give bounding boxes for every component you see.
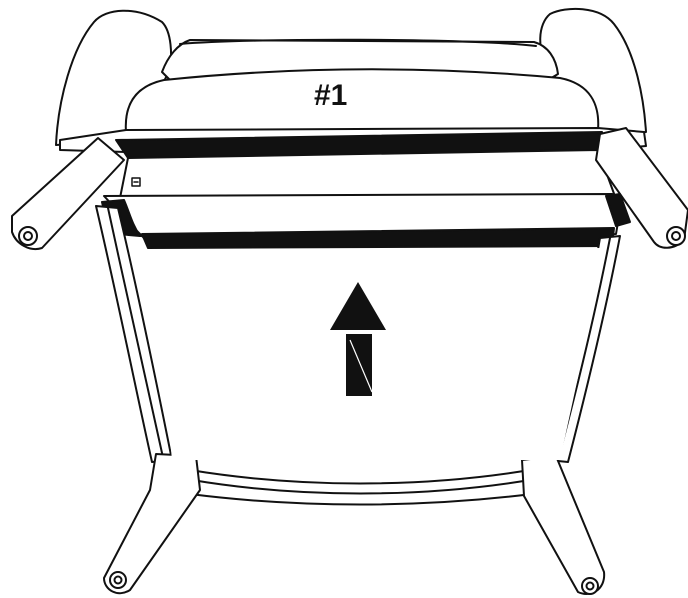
right-lower-leg <box>522 456 604 594</box>
seat-opening <box>152 248 606 460</box>
diagram-label: #1 <box>314 79 347 112</box>
back-panel <box>126 69 598 134</box>
